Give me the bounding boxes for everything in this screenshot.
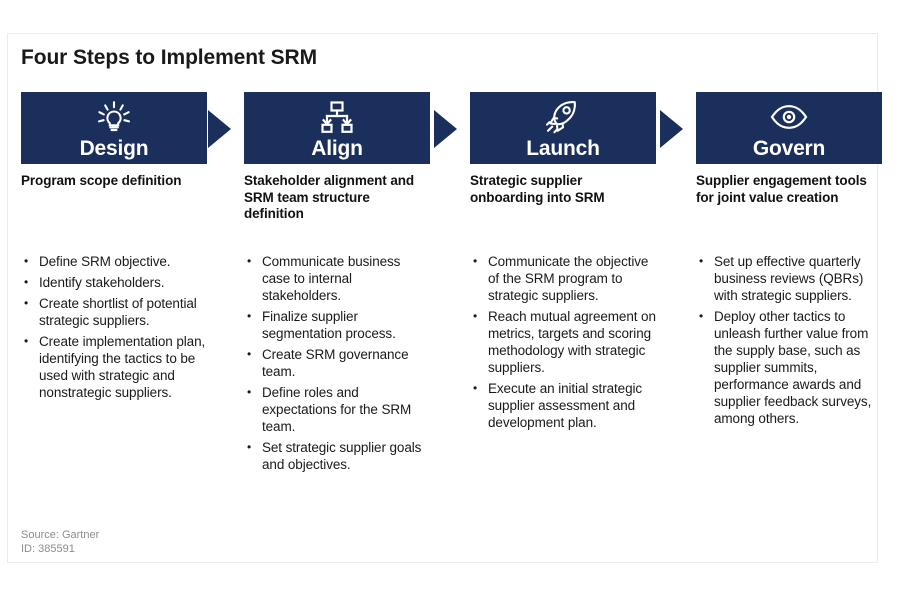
bullet-list-design: Define SRM objective. Identify stakehold… (21, 253, 207, 405)
source-attribution: Source: Gartner ID: 385591 (21, 528, 99, 556)
chevron-right-icon-1 (208, 110, 231, 148)
step-column-design: Design Program scope definition (21, 92, 207, 190)
list-item: Create shortlist of potential strategic … (21, 295, 207, 329)
chevron-right-icon-3 (660, 110, 683, 148)
list-item: Define roles and expectations for the SR… (244, 384, 430, 435)
org-chart-icon (244, 99, 430, 135)
bullet-list-govern: Set up effective quarterly business revi… (696, 253, 882, 431)
list-item: Create implementation plan, identifying … (21, 333, 207, 401)
list-item: Reach mutual agreement on metrics, targe… (470, 308, 656, 376)
step-label-design: Design (79, 137, 149, 160)
step-header-align[interactable]: Align (244, 92, 430, 164)
list-item: Define SRM objective. (21, 253, 207, 270)
step-column-launch: Launch Strategic supplier onboarding int… (470, 92, 656, 206)
rocket-icon (470, 99, 656, 135)
chevron-right-icon-2 (434, 110, 457, 148)
step-label-align: Align (311, 137, 363, 160)
list-item: Create SRM governance team. (244, 346, 430, 380)
step-label-launch: Launch (526, 137, 600, 160)
bullet-list-align: Communicate business case to internal st… (244, 253, 430, 477)
step-column-govern: Govern Supplier engagement tools for joi… (696, 92, 882, 206)
list-item: Set strategic supplier goals and objecti… (244, 439, 430, 473)
step-heading-design: Program scope definition (21, 173, 182, 188)
lightbulb-icon (21, 99, 207, 135)
source-id: ID: 385591 (21, 543, 75, 555)
step-header-launch[interactable]: Launch (470, 92, 656, 164)
step-heading-govern: Supplier engagement tools for joint valu… (696, 173, 867, 205)
list-item: Communicate business case to internal st… (244, 253, 430, 304)
list-item: Deploy other tactics to unleash further … (696, 308, 882, 427)
list-item: Set up effective quarterly business revi… (696, 253, 882, 304)
list-item: Finalize supplier segmentation process. (244, 308, 430, 342)
eye-icon (696, 99, 882, 135)
list-item: Communicate the objective of the SRM pro… (470, 253, 656, 304)
step-heading-align: Stakeholder alignment and SRM team struc… (244, 173, 415, 221)
step-header-govern[interactable]: Govern (696, 92, 882, 164)
bullet-list-launch: Communicate the objective of the SRM pro… (470, 253, 656, 435)
list-item: Identify stakeholders. (21, 274, 207, 291)
source-text: Source: Gartner (21, 529, 100, 541)
step-header-design[interactable]: Design (21, 92, 207, 164)
list-item: Execute an initial strategic supplier as… (470, 380, 656, 431)
step-column-align: Align Stakeholder alignment and SRM team… (244, 92, 430, 223)
page-title: Four Steps to Implement SRM (21, 46, 317, 69)
step-heading-launch: Strategic supplier onboarding into SRM (470, 173, 605, 205)
step-label-govern: Govern (752, 137, 826, 160)
